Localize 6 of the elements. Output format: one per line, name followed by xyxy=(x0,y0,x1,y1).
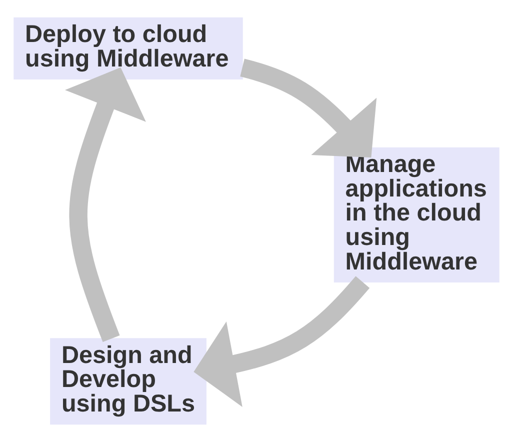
arrow xyxy=(240,58,377,158)
node-box: Manage applications in the cloud using Middleware xyxy=(334,146,500,282)
node-box: Deploy to cloud using Middleware xyxy=(14,16,243,80)
node-box: Design and Develop using DSLs xyxy=(50,338,206,424)
arrow xyxy=(194,276,370,406)
arrow xyxy=(65,66,146,342)
